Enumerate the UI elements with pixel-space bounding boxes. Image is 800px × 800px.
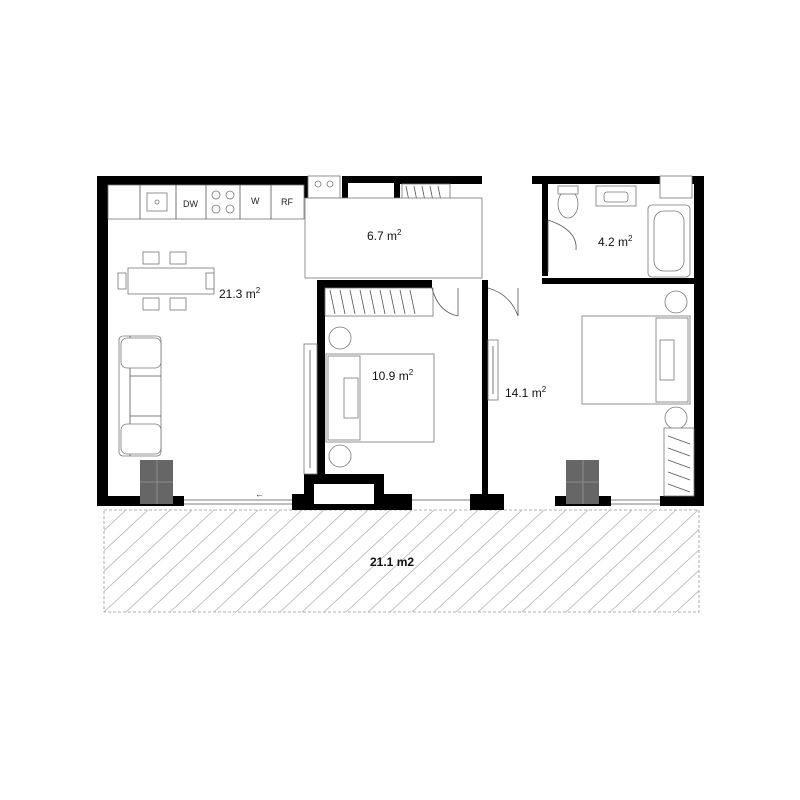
hatch-line [191,510,303,612]
dining-table [117,251,215,311]
hatch-line [147,510,259,612]
hatch-line [455,510,567,612]
bathroom-fixtures [547,175,693,278]
area-labels: 21.3 m2 6.7 m2 4.2 m2 10.9 m2 14.1 m2 21… [219,228,633,569]
hatch-line [609,528,699,612]
hatch-line [697,610,699,612]
hatch-line [213,510,325,612]
area-label-terrace: 21.1 m2 [370,555,414,569]
direction-arrow: ← [255,489,264,499]
hatch-line [499,510,611,612]
hatch-line [104,510,215,612]
hatch-line [411,510,523,612]
columns [140,460,599,504]
hatch-line [301,510,413,612]
terrace-hatch [104,510,800,612]
bedroom-small-furniture [303,287,459,475]
hatch-line [235,510,347,612]
hatch-line [587,510,699,612]
stove-icon [211,190,235,214]
hatch-line [125,510,237,612]
hatch-line [720,510,800,612]
hatch-line [104,510,193,593]
area-label-bathroom: 4.2 m2 [598,234,633,249]
hatch-line [565,510,677,612]
hallway-features [304,175,483,279]
hatch-line [521,510,633,612]
hatch-line [104,510,149,552]
area-label-living-kitchen: 21.3 m2 [219,286,261,301]
sofa [118,335,162,457]
wardrobe-icon [663,427,695,497]
hatch-line [104,510,171,572]
hatch-line [104,510,105,511]
hatch-line [169,510,281,612]
area-label-bedroom-large: 14.1 m2 [505,385,547,400]
hatch-line [323,510,435,612]
hatch-line [631,549,699,612]
area-label-hallway: 6.7 m2 [367,228,402,243]
washer-label: W [251,196,260,206]
hatch-line [653,569,699,612]
hatch-line [742,510,800,612]
hatch-line [543,510,655,612]
kitchen-counter: DW W RF [107,184,305,220]
hatch-line [367,510,479,612]
terrace [103,509,800,613]
area-label-bedroom-small: 10.9 m2 [372,368,414,383]
dishwasher-label: DW [183,199,198,209]
hatch-line [477,510,589,612]
fridge-label: RF [281,197,293,207]
hatch-line [257,510,369,612]
wardrobe-icon [303,343,318,475]
hatch-line [104,510,127,531]
sink-icon [146,192,168,212]
hatch-line [433,510,545,612]
hatch-line [389,510,501,612]
hatch-line [345,510,457,612]
window-line: ← [184,489,660,505]
hatch-line [279,510,391,612]
hatch-line [675,590,699,612]
bedroom-large-furniture [487,287,695,497]
